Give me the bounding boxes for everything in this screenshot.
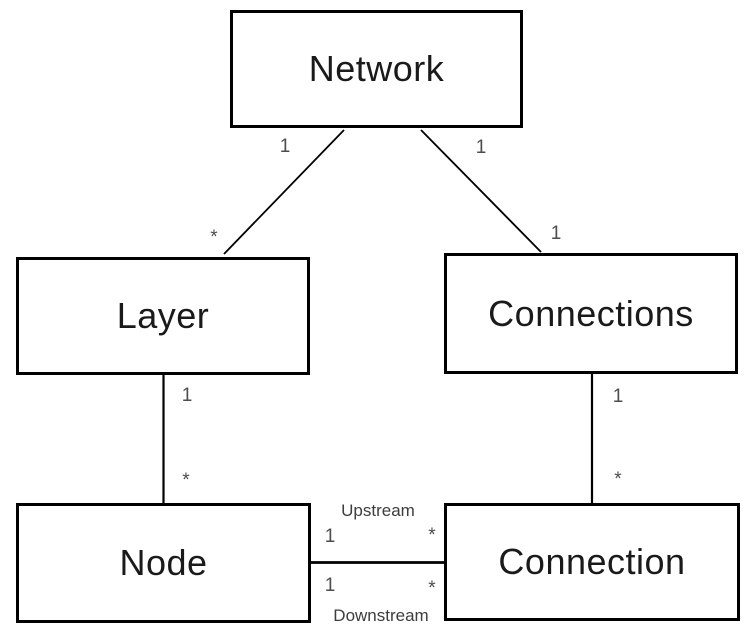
cardinality-network-layer-source: 1	[279, 136, 291, 157]
cardinality-network-connections-source: 1	[475, 137, 487, 158]
cardinality-network-layer-target: *	[210, 226, 218, 248]
entity-node-label: Node	[119, 542, 208, 583]
entity-layer-label: Layer	[116, 295, 210, 336]
entity-node: Node	[16, 503, 311, 623]
cardinality-upstream-connection-side: *	[428, 524, 436, 546]
entity-connections-label: Connections	[488, 292, 694, 334]
cardinality-layer-node-source: 1	[181, 385, 193, 406]
cardinality-layer-node-target: *	[182, 469, 190, 491]
entity-connection-label: Connection	[498, 541, 686, 582]
cardinality-downstream-connection-side: *	[428, 577, 436, 599]
entity-layer: Layer	[16, 257, 310, 375]
cardinality-downstream-node-side: 1	[324, 575, 336, 596]
entity-network-label: Network	[308, 48, 445, 89]
entity-connection: Connection	[444, 503, 740, 621]
cardinality-connections-connection-source: 1	[612, 386, 624, 407]
edge-network-connections	[420, 129, 542, 253]
entity-network: Network	[230, 10, 523, 128]
edge-label-upstream: Upstream	[341, 501, 415, 520]
cardinality-upstream-node-side: 1	[324, 526, 336, 547]
cardinality-network-connections-target: 1	[550, 223, 562, 244]
entity-connections: Connections	[444, 253, 738, 374]
edge-network-layer	[223, 129, 345, 255]
edge-label-downstream: Downstream	[333, 606, 429, 625]
cardinality-connections-connection-target: *	[614, 468, 622, 490]
